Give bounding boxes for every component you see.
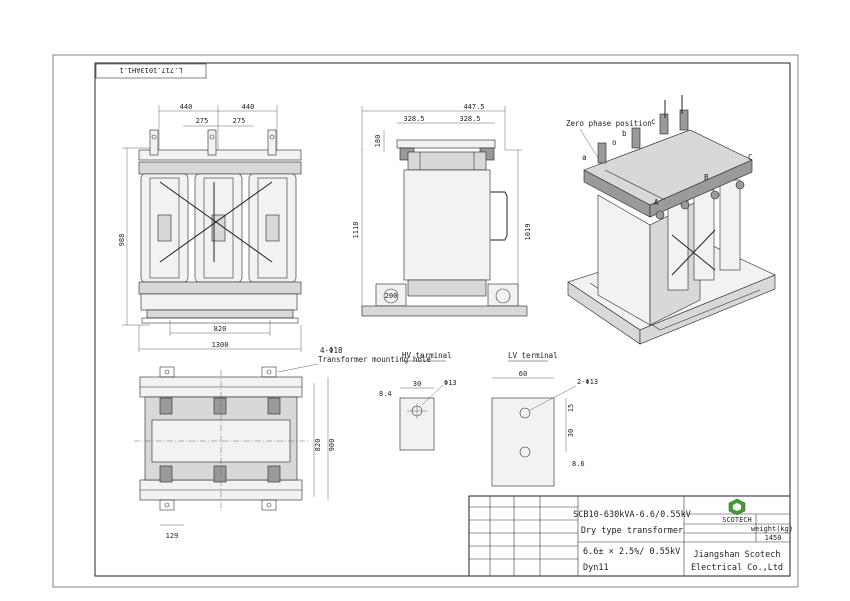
dim-275-right: 275 xyxy=(233,117,246,125)
hv-terminal: HV terminal 30 Φ13 8.4 xyxy=(379,351,457,451)
hv-dim-thick: 8.4 xyxy=(379,390,392,398)
phase-C-high: C xyxy=(748,153,753,162)
phase-a-low: a xyxy=(582,153,587,162)
wheel-label: 200 xyxy=(385,292,398,300)
dim-328-left: 328.5 xyxy=(403,115,424,123)
lv-terminal: LV terminal 60 2-Φ13 15 30 8.6 xyxy=(491,351,598,487)
zero-phase-label: Zero phase position xyxy=(566,119,652,128)
dim-328-right: 328.5 xyxy=(459,115,480,123)
company-line1: Jiangshan Scotech xyxy=(694,550,781,560)
iso-view: Zero phase position xyxy=(566,95,776,345)
title-block: SCB10-630kVA-6.6/0.55kV Dry type transfo… xyxy=(468,495,793,577)
dim-447: 447.5 xyxy=(463,103,484,111)
dim-440-right: 440 xyxy=(242,103,255,111)
lv-title: LV terminal xyxy=(508,351,558,360)
lv-dim-15: 15 xyxy=(567,404,575,412)
drawing-number: L.717.1013AH1.1 xyxy=(119,66,182,74)
phase-B-high: B xyxy=(704,173,709,182)
lv-dim-30: 30 xyxy=(567,429,575,437)
title-vector-group: Dyn11 xyxy=(583,563,609,573)
lv-dim-thick: 8.6 xyxy=(572,460,585,468)
front-view: 440 440 275 275 988 xyxy=(118,103,302,352)
plan-view: 4-Φ18 Transformer mounting hole 820 xyxy=(134,346,431,540)
title-voltage: 6.6± × 2.5%/ 0.55kV xyxy=(583,547,680,557)
side-view: 447.5 328.5 328.5 180 1118 1019 200 xyxy=(352,103,532,317)
dim-440-left: 440 xyxy=(180,103,193,111)
hole-note: Transformer mounting hole xyxy=(318,355,431,364)
dim-height: 988 xyxy=(118,234,126,247)
hole-label: 4-Φ18 xyxy=(320,346,343,355)
dim-820-front: 820 xyxy=(214,325,227,333)
drawing-number-box: L.717.1013AH1.1 xyxy=(95,63,207,79)
hv-dim-hole: Φ13 xyxy=(444,379,457,387)
weight-value: 1450 xyxy=(765,534,782,542)
dim-820-plan: 820 xyxy=(314,439,322,452)
company-line2: Electrical Co.,Ltd xyxy=(691,563,783,573)
dim-180: 180 xyxy=(374,135,382,148)
dim-900: 900 xyxy=(328,439,336,452)
dim-275-left: 275 xyxy=(196,117,209,125)
lv-dim-width: 60 xyxy=(519,370,527,378)
dim-1300: 1300 xyxy=(212,341,229,349)
phase-o: o xyxy=(612,138,617,147)
hv-dim-30: 30 xyxy=(413,380,421,388)
scotech-logo-icon: SCOTECH xyxy=(722,498,752,524)
weight-label: weight(kg) xyxy=(751,525,793,533)
outer-border xyxy=(52,54,799,588)
phase-c-low: c xyxy=(651,117,656,126)
lv-dim-holes: 2-Φ13 xyxy=(577,378,598,386)
dim-129: 129 xyxy=(166,532,179,540)
hv-title: HV terminal xyxy=(402,351,452,360)
title-product: Dry type transformer xyxy=(581,526,683,536)
logo-text: SCOTECH xyxy=(722,516,752,524)
inner-border xyxy=(94,62,791,577)
title-model: SCB10-630kVA-6.6/0.55kV xyxy=(573,510,691,520)
dim-1118: 1118 xyxy=(352,222,360,239)
phase-b-low: b xyxy=(622,129,627,138)
dim-1019: 1019 xyxy=(524,224,532,241)
phase-A-high: A xyxy=(654,198,659,207)
